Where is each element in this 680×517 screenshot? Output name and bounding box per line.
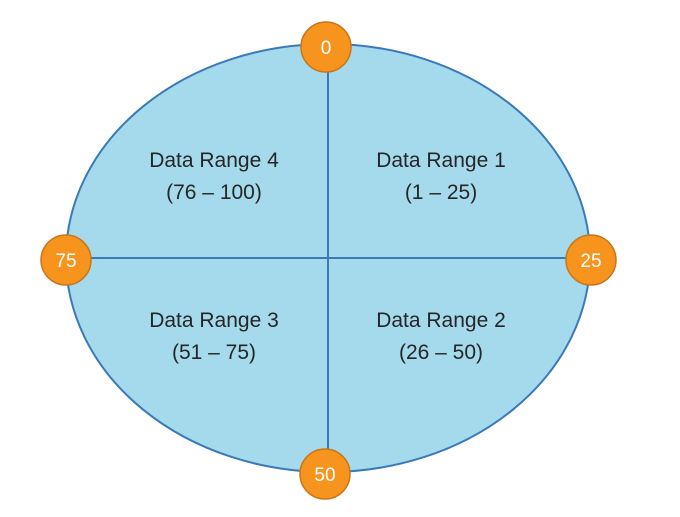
range-2-name: Data Range 2: [376, 309, 506, 332]
range-3-label: Data Range 3 (51 – 75): [149, 309, 279, 364]
marker-top-label: 0: [321, 38, 332, 59]
range-4-span: (76 – 100): [166, 181, 262, 204]
range-1-name: Data Range 1: [376, 149, 506, 172]
range-4-label: Data Range 4 (76 – 100): [149, 149, 279, 204]
range-1-span: (1 – 25): [405, 181, 477, 204]
range-1-label: Data Range 1 (1 – 25): [376, 149, 506, 204]
range-3-span: (51 – 75): [172, 341, 256, 364]
range-2-span: (26 – 50): [399, 341, 483, 364]
marker-left-label: 75: [55, 251, 76, 272]
marker-right-circle: [565, 234, 617, 286]
range-2-label: Data Range 2 (26 – 50): [376, 309, 506, 364]
marker-bottom-circle: [299, 448, 351, 500]
marker-top: 0: [300, 21, 352, 73]
marker-right: 25: [565, 234, 617, 286]
marker-top-circle: [300, 21, 352, 73]
range-4-name: Data Range 4: [149, 149, 279, 172]
marker-left: 75: [40, 234, 92, 286]
marker-bottom: 50: [299, 448, 351, 500]
range-3-name: Data Range 3: [149, 309, 279, 332]
marker-bottom-label: 50: [314, 465, 335, 486]
marker-right-label: 25: [580, 251, 601, 272]
marker-left-circle: [40, 234, 92, 286]
